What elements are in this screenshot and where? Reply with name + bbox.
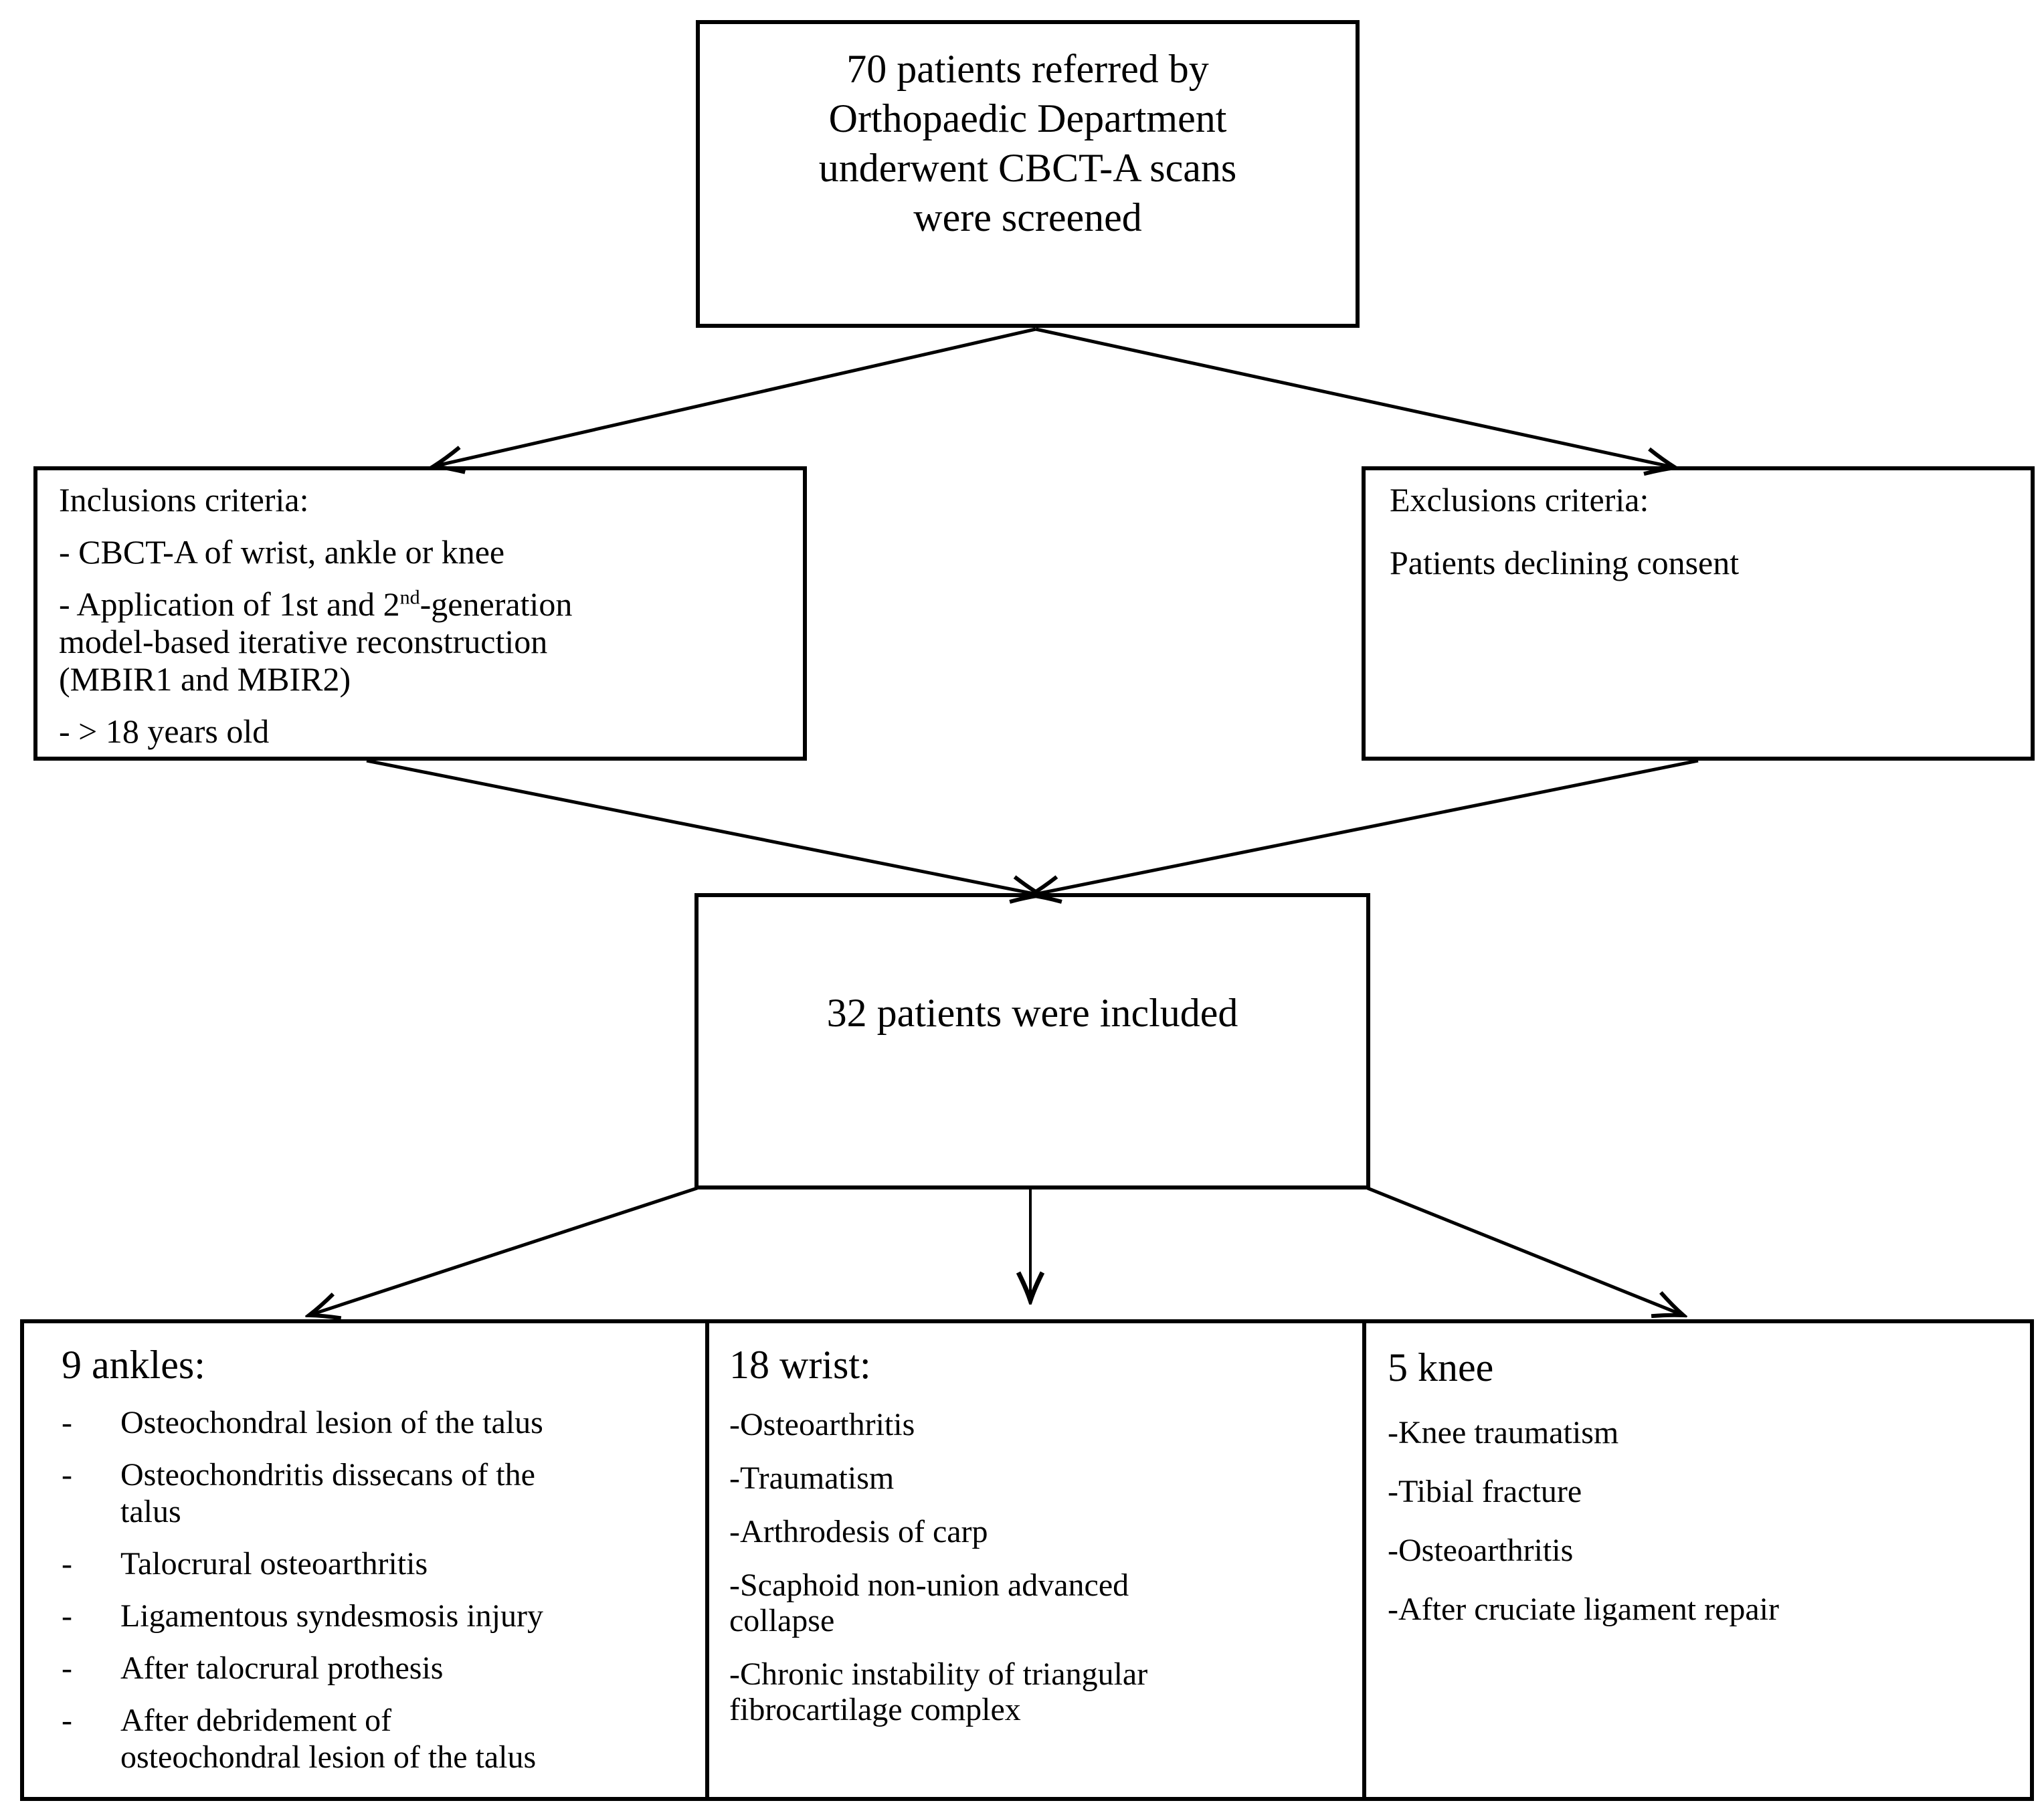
text-line: underwent CBCT-A scans	[818, 146, 1237, 190]
dash-bullet: -	[62, 1405, 72, 1440]
list-item: - Ligamentous syndesmosis injury	[62, 1598, 694, 1634]
dash-bullet: -	[62, 1457, 72, 1493]
list-item: - After debridement of osteochondral les…	[62, 1702, 694, 1776]
text-line: -Osteoarthritis	[729, 1407, 915, 1442]
dash-bullet: -	[62, 1546, 72, 1582]
list-item: -Arthrodesis of carp	[729, 1514, 1352, 1549]
arrow-included-to-ankles	[309, 1186, 698, 1315]
arrow-inclusions-to-included	[366, 759, 1041, 895]
dash-bullet: -	[62, 1598, 72, 1634]
text-line: Orthopaedic Department	[828, 96, 1227, 140]
list-item: -Scaphoid non-union advanced collapse	[729, 1567, 1352, 1638]
text-line: 70 patients referred by	[846, 47, 1209, 91]
exclusions-title: Exclusions criteria:	[1390, 481, 1649, 518]
ankles-title: 9 ankles:	[62, 1343, 205, 1387]
text-line: -Traumatism	[729, 1460, 895, 1496]
list-item: - After talocrural prothesis	[62, 1650, 694, 1687]
text-line: 32 patients were included	[826, 991, 1238, 1035]
screened-patients-box: 70 patients referred by Orthopaedic Depa…	[696, 20, 1360, 328]
arrow-included-to-knee	[1367, 1186, 1683, 1315]
exclusion-item: Patients declining consent	[1390, 544, 1740, 581]
text-line: (MBIR1 and MBIR2)	[59, 660, 351, 698]
list-item: -Knee traumatism	[1388, 1415, 1619, 1450]
list-item: -Osteoarthritis	[729, 1407, 1352, 1442]
arrow-exclusions-to-included	[1030, 759, 1699, 895]
text-line: were screened	[913, 195, 1142, 240]
text-line: Osteochondritis dissecans of the	[120, 1457, 535, 1493]
included-patients-box: 32 patients were included	[694, 893, 1370, 1189]
inclusion-item: - Application of 1st and 2nd-generation …	[59, 585, 789, 698]
list-item: -After cruciate ligament repair	[1388, 1592, 1779, 1627]
knee-title: 5 knee	[1388, 1345, 1494, 1390]
list-item: -Traumatism	[729, 1460, 1352, 1496]
list-item: -Tibial fracture	[1388, 1474, 1582, 1509]
inclusions-criteria-box: Inclusions criteria: - CBCT-A of wrist, …	[33, 466, 807, 761]
text-line: -Arthrodesis of carp	[729, 1514, 988, 1549]
ankles-box: 9 ankles: - Osteochondral lesion of the …	[24, 1323, 709, 1797]
list-item: - Osteochondral lesion of the talus	[62, 1404, 694, 1441]
list-item: -Chronic instability of triangular fibro…	[729, 1656, 1352, 1727]
anatomy-breakdown-row: 9 ankles: - Osteochondral lesion of the …	[20, 1319, 2034, 1801]
dash-bullet: -	[62, 1650, 72, 1686]
inclusions-title: Inclusions criteria:	[59, 481, 309, 518]
arrow-screened-to-inclusions	[434, 327, 1036, 466]
exclusions-criteria-box: Exclusions criteria: Patients declining …	[1362, 466, 2035, 761]
knee-box: 5 knee -Knee traumatism -Tibial fracture…	[1366, 1323, 2030, 1797]
arrow-screened-to-exclusions	[1035, 327, 1675, 468]
text-line: fibrocartilage complex	[729, 1692, 1021, 1727]
inclusion-item: - CBCT-A of wrist, ankle or knee	[59, 533, 505, 571]
text-line: osteochondral lesion of the talus	[120, 1739, 537, 1775]
list-item: - Talocrural osteoarthritis	[62, 1545, 694, 1582]
text-line: - Application of 1st and 2nd-generation	[59, 585, 573, 623]
text-line: After debridement of	[120, 1703, 392, 1738]
inclusion-item: - > 18 years old	[59, 712, 270, 750]
text-line: talus	[120, 1494, 181, 1529]
superscript-nd: nd	[399, 586, 420, 609]
text-line: -Scaphoid non-union advanced	[729, 1567, 1129, 1603]
text-line: -Chronic instability of triangular	[729, 1656, 1148, 1692]
list-item: - Osteochondritis dissecans of the talus	[62, 1456, 694, 1530]
dash-bullet: -	[62, 1703, 72, 1738]
text-line: Talocrural osteoarthritis	[120, 1546, 428, 1582]
text-line: collapse	[729, 1603, 835, 1638]
list-item: -Osteoarthritis	[1388, 1533, 1574, 1568]
text-line: model-based iterative reconstruction	[59, 623, 548, 660]
text-line: Osteochondral lesion of the talus	[120, 1405, 543, 1440]
text-line: After talocrural prothesis	[120, 1650, 444, 1686]
wrist-title: 18 wrist:	[729, 1343, 871, 1387]
wrist-box: 18 wrist: -Osteoarthritis -Traumatism -A…	[709, 1323, 1366, 1797]
text-line: Ligamentous syndesmosis injury	[120, 1598, 543, 1634]
